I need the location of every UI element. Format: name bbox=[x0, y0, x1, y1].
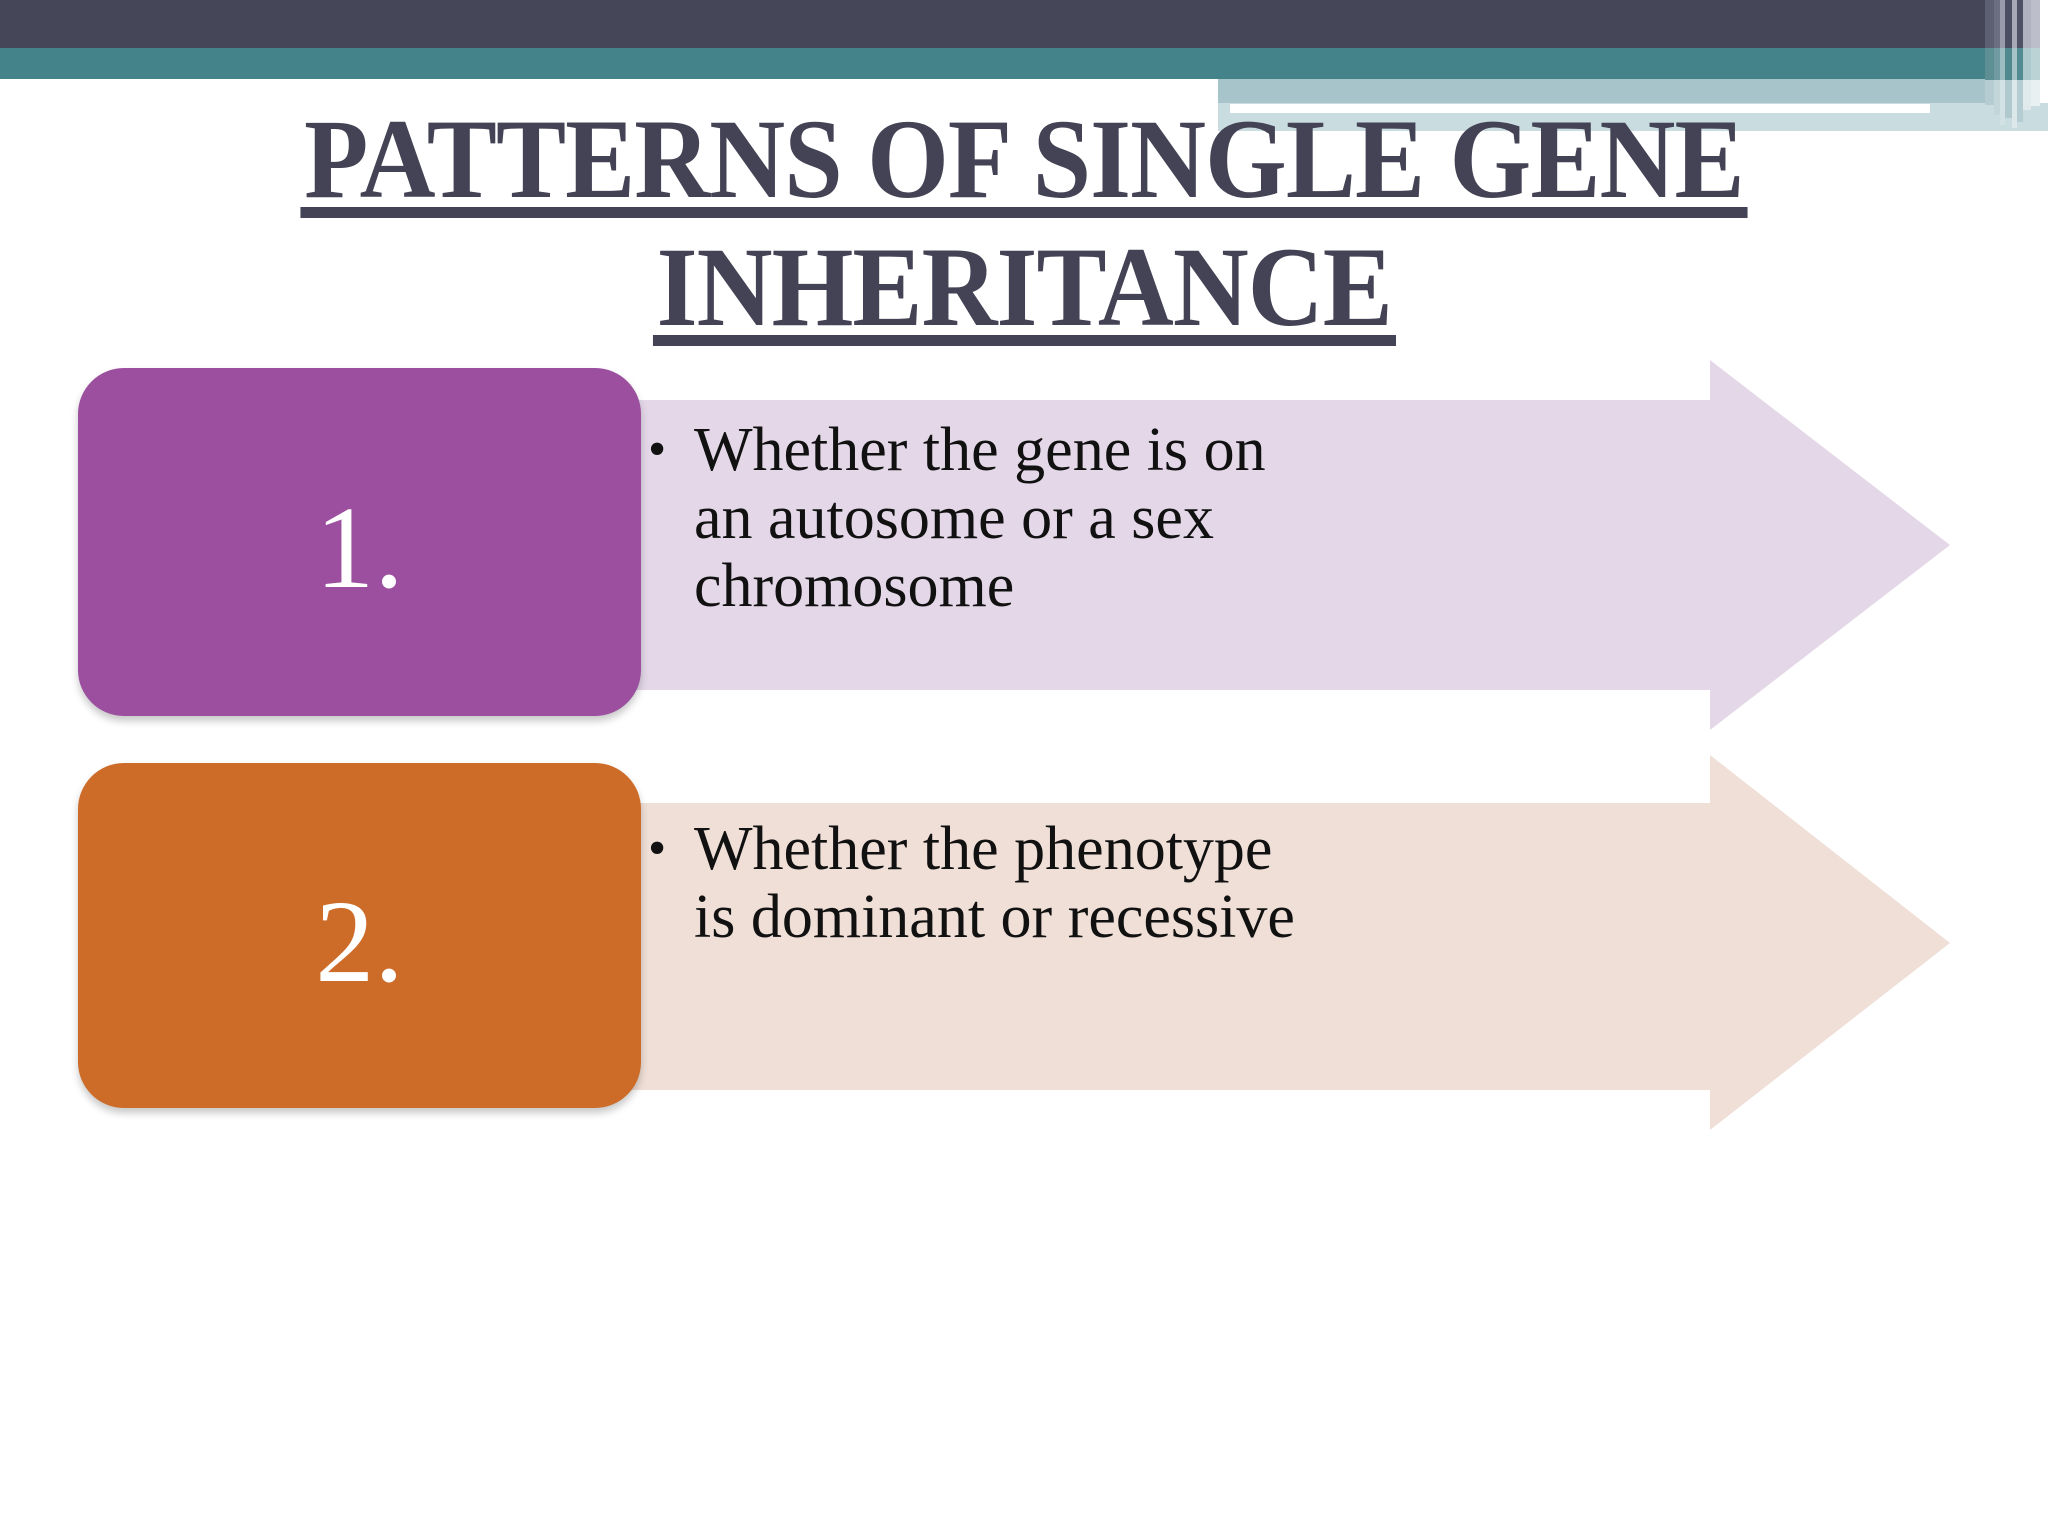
inheritance-item-row-2: 2. • Whether the phenotype is dominant o… bbox=[0, 755, 2048, 1130]
banner-dark-bar bbox=[0, 0, 1990, 48]
title-line-2-wrap: INHERITANCE bbox=[652, 224, 1396, 352]
number-badge-1: 1. bbox=[78, 368, 641, 716]
bullet-icon: • bbox=[648, 421, 667, 478]
title-line-1-underline bbox=[300, 207, 1748, 218]
number-badge-1-label: 1. bbox=[315, 482, 404, 613]
title-line-2: INHERITANCE bbox=[656, 225, 1392, 350]
banner-teal-bar bbox=[0, 48, 1990, 80]
number-badge-2-label: 2. bbox=[315, 875, 404, 1007]
slide-title: PATTERNS OF SINGLE GENE INHERITANCE bbox=[0, 96, 2048, 352]
title-line-1-wrap: PATTERNS OF SINGLE GENE bbox=[300, 96, 1748, 224]
banner-white-notch bbox=[0, 79, 1218, 105]
banner-lightblue-bar-right bbox=[1218, 79, 2038, 103]
banner-white-hairline bbox=[1230, 104, 1930, 113]
callout-text-1: • Whether the gene is on an autosome or … bbox=[648, 416, 1328, 620]
top-decorative-banner bbox=[0, 0, 2048, 150]
inheritance-item-row-1: 1. • Whether the gene is on an autosome … bbox=[0, 360, 2048, 730]
title-line-1: PATTERNS OF SINGLE GENE bbox=[304, 97, 1744, 222]
callout-text-2-body: Whether the phenotype is dominant or rec… bbox=[694, 815, 1295, 951]
bullet-icon: • bbox=[648, 820, 667, 877]
callout-text-2: • Whether the phenotype is dominant or r… bbox=[648, 815, 1328, 951]
banner-vertical-stripes bbox=[1985, 0, 2048, 128]
callout-arrow-1 bbox=[620, 360, 1950, 730]
callout-text-1-body: Whether the gene is on an autosome or a … bbox=[694, 416, 1266, 620]
number-badge-2: 2. bbox=[78, 763, 641, 1108]
callout-arrow-2 bbox=[620, 755, 1950, 1130]
title-line-2-underline bbox=[652, 335, 1396, 346]
